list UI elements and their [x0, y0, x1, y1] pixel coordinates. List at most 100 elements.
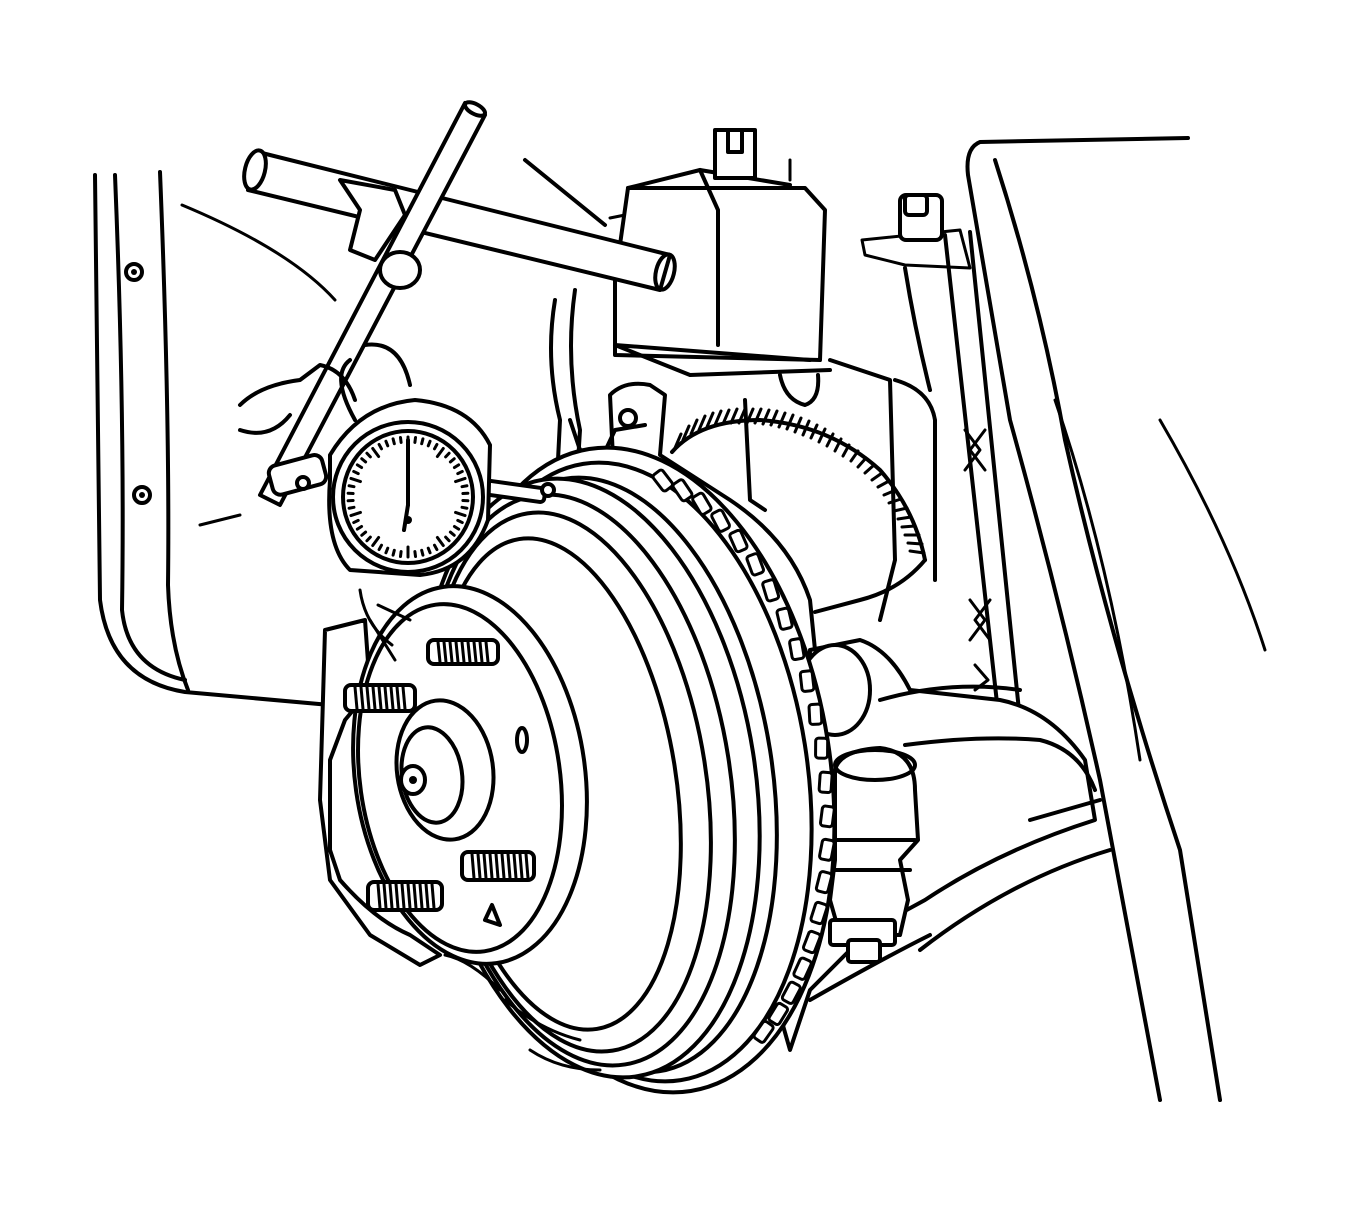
stud-thread [472, 640, 478, 664]
dial-tick [444, 535, 451, 543]
dial-tick [452, 524, 461, 531]
wheel-stud-icon [426, 638, 500, 666]
dial-tick [420, 437, 425, 446]
rotor-vent [792, 956, 813, 981]
stud-thread [488, 852, 494, 880]
wheel-hub-icon [318, 584, 589, 967]
stud-thread [389, 685, 395, 711]
stud-thread [524, 852, 530, 880]
dial-tick [347, 484, 356, 489]
stud-thread [377, 685, 383, 711]
dial-tick [448, 457, 456, 464]
rotor-vent [752, 1019, 775, 1044]
stud-thread [365, 685, 371, 711]
stud-thread [494, 852, 500, 880]
dial-tick [365, 535, 372, 543]
dial-tick [365, 451, 372, 459]
dial-tick [371, 446, 381, 459]
rotor-vent [801, 929, 822, 955]
stud-thread [476, 852, 482, 880]
stud-thread [400, 882, 406, 910]
fender-liner-icon [93, 170, 337, 707]
dial-tick [360, 457, 368, 464]
dial-tick [454, 476, 467, 484]
dial-tick [456, 518, 464, 525]
wheel-stud-icon [460, 850, 536, 882]
body-panel-icon [965, 136, 1267, 1102]
rotor-vent [775, 606, 794, 631]
actuator-block-icon [613, 128, 832, 407]
dial-tick [452, 463, 461, 470]
dial-tick [456, 469, 464, 476]
rotor-vent [788, 637, 806, 662]
dial-tick [454, 510, 467, 518]
dial-tick [413, 550, 418, 559]
stud-thread [478, 640, 484, 664]
stud-thread [430, 882, 436, 910]
stud-thread [424, 882, 430, 910]
stud-thread [382, 882, 388, 910]
dial-tick [384, 439, 390, 448]
indicator-tip-icon [540, 482, 556, 498]
dial-tick [426, 439, 432, 448]
rotor-vent [767, 1001, 789, 1026]
stud-thread [371, 685, 377, 711]
dial-tick [413, 435, 418, 444]
rotor-vent [809, 900, 829, 926]
dial-tick [435, 535, 445, 548]
dial-tick [349, 510, 362, 518]
indicator-stand-rod-icon [238, 100, 677, 507]
dial-tick [432, 442, 439, 451]
rotor-vent [798, 669, 816, 693]
dial-tick [426, 546, 432, 555]
rotor-vent [745, 552, 765, 577]
dial-tick [391, 548, 396, 557]
tie-rod-end-icon [828, 746, 920, 964]
detail-lines [358, 588, 412, 662]
stud-thread [512, 852, 518, 880]
dial-tick [398, 435, 403, 444]
rotor-vent [807, 702, 824, 726]
dial-tick [355, 524, 364, 531]
stud-thread [506, 852, 512, 880]
dial-tick [349, 476, 362, 484]
rotor-vent [710, 508, 731, 533]
stud-thread [470, 852, 476, 880]
stud-thread [436, 640, 442, 664]
stud-thread [460, 640, 466, 664]
dial-tick [355, 463, 364, 470]
stud-thread [418, 882, 424, 910]
stud-thread [466, 640, 472, 664]
stud-thread [482, 852, 488, 880]
stud-thread [518, 852, 524, 880]
dial-tick [377, 543, 384, 552]
rotor-vent [671, 478, 694, 503]
dial-indicator-icon [327, 398, 556, 577]
stud-thread [353, 685, 359, 711]
stud-thread [442, 640, 448, 664]
dial-tick [391, 437, 396, 446]
stud-thread [401, 685, 407, 711]
stud-thread [500, 852, 506, 880]
rotor-vent [780, 980, 802, 1005]
rotor-vent [814, 736, 830, 760]
stud-thread [448, 640, 454, 664]
sensor-cable-icon [670, 407, 927, 614]
stud-thread [383, 685, 389, 711]
rotor-vent [814, 870, 834, 895]
stud-thread [388, 882, 394, 910]
dial-tick [360, 530, 368, 537]
stud-thread [395, 685, 401, 711]
stud-thread [484, 640, 490, 664]
dial-tick [435, 446, 445, 459]
dial-tick [352, 469, 360, 476]
dial-tick [352, 518, 360, 525]
stud-thread [454, 640, 460, 664]
stud-thread [406, 882, 412, 910]
dial-tick [384, 546, 390, 555]
dial-tick [371, 535, 381, 548]
dial-tick [460, 484, 469, 489]
dial-tick [460, 505, 469, 510]
rotor-vent [818, 837, 836, 862]
